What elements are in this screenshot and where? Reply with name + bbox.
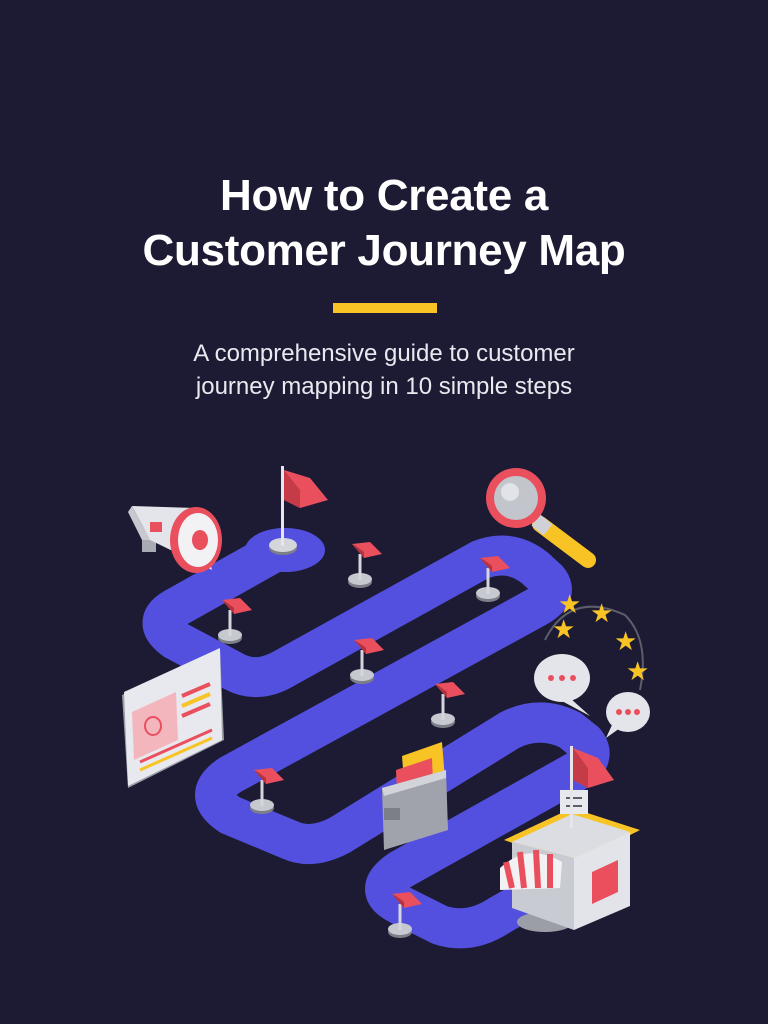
megaphone-icon <box>128 506 222 573</box>
svg-text:★: ★ <box>590 599 613 629</box>
svg-text:★: ★ <box>552 615 575 645</box>
flag-icon <box>431 682 465 728</box>
title-line-2: Customer Journey Map <box>142 226 626 275</box>
browser-window-icon <box>122 648 224 788</box>
flag-icon <box>348 542 382 588</box>
magnifier-icon <box>486 468 596 568</box>
subtitle-line-2: journey mapping in 10 simple steps <box>195 373 573 400</box>
accent-divider <box>333 303 437 313</box>
page-title: How to Create a Customer Journey Map <box>0 168 768 278</box>
page-subtitle: A comprehensive guide to customer journe… <box>0 337 768 403</box>
journey-map-illustration: ★ ★ ★ ★ ★ <box>122 466 650 949</box>
wallet-icon <box>382 742 448 850</box>
title-line-1: How to Create a <box>219 171 548 220</box>
svg-text:★: ★ <box>614 627 637 657</box>
storefront-icon <box>500 746 640 932</box>
subtitle-line-1: A comprehensive guide to customer <box>193 340 575 367</box>
stars-icon: ★ ★ ★ ★ ★ <box>544 590 649 691</box>
start-flag-icon <box>269 466 328 555</box>
journey-path <box>142 528 610 949</box>
svg-text:★: ★ <box>558 590 581 620</box>
flag-icon <box>218 598 252 644</box>
chat-bubble-icon <box>534 654 650 738</box>
svg-text:★: ★ <box>626 657 649 687</box>
